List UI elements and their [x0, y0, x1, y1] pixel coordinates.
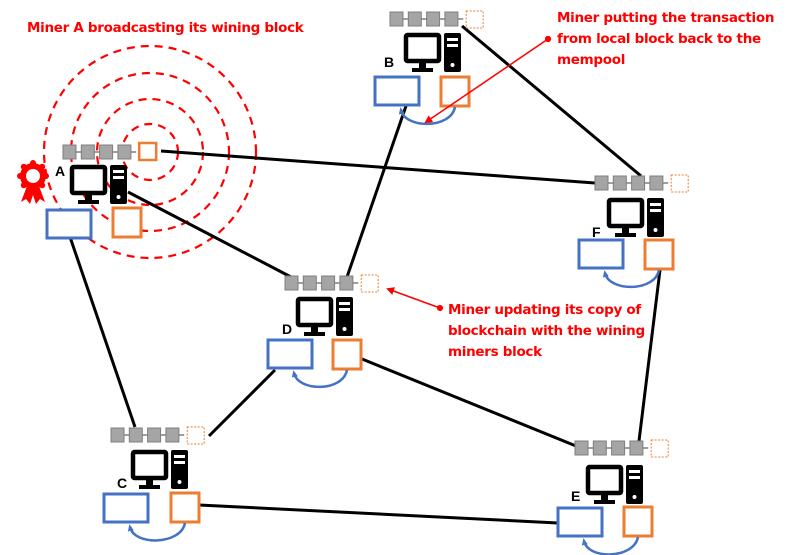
chain-block	[128, 427, 143, 443]
miner-node-f: F	[577, 174, 689, 289]
mempool-box	[373, 75, 421, 107]
mempool-box	[577, 238, 625, 270]
chain-block	[444, 11, 459, 27]
chain-block	[426, 11, 441, 27]
chain-block	[117, 144, 132, 160]
computer-icon	[295, 296, 353, 336]
chain-block	[407, 11, 422, 27]
node-label: C	[117, 475, 127, 491]
link-a-d	[127, 190, 292, 279]
mempool-annotation: Miner putting the transaction from local…	[557, 8, 774, 71]
chain-block	[631, 175, 646, 191]
computer-icon	[130, 449, 188, 489]
mempool-annotation-line: from local block back to the	[557, 31, 761, 47]
update-annotation-line: Miner updating its copy of	[448, 302, 641, 318]
update-annotation-line: blockchain with the wining	[448, 323, 645, 339]
mempool-box	[266, 338, 314, 370]
blockchain-copy	[284, 274, 379, 293]
network-links	[68, 24, 662, 525]
chain-block	[62, 144, 77, 160]
incoming-block-placeholder	[186, 426, 205, 445]
computer-icon	[585, 464, 643, 504]
return-to-mempool-arrow	[127, 522, 187, 542]
link-a-c	[68, 236, 137, 428]
computer-icon	[69, 164, 127, 204]
chain-block	[574, 440, 589, 456]
incoming-block-placeholder	[360, 274, 379, 293]
chain-block	[592, 440, 607, 456]
mempool-annotation-pointer	[426, 39, 548, 122]
node-label: F	[592, 224, 601, 240]
link-d-c	[207, 368, 277, 438]
link-b-d	[345, 105, 408, 278]
local-block-box	[622, 505, 654, 538]
chain-block	[165, 427, 180, 443]
broadcast-ring	[95, 97, 205, 207]
local-block-box	[643, 238, 675, 271]
chain-block	[389, 11, 404, 27]
miner-node-a: A	[45, 141, 158, 240]
update-annotation: Miner updating its copy of blockchain wi…	[448, 300, 645, 363]
link-f-e	[637, 269, 662, 442]
mempool-box	[102, 492, 150, 524]
blockchain-copy	[594, 174, 689, 193]
chain-block	[339, 275, 354, 291]
local-block-box	[111, 206, 143, 239]
chain-block	[284, 275, 299, 291]
mempool-box	[45, 208, 93, 240]
return-to-mempool-arrow	[581, 536, 640, 555]
mempool-annotation-line: mempool	[557, 52, 626, 68]
chain-block	[80, 144, 95, 160]
blockchain-copy	[110, 426, 205, 445]
blockchain-copy	[62, 141, 158, 162]
mempool-box	[556, 506, 604, 538]
broadcast-ring	[42, 44, 258, 260]
link-a-f	[160, 149, 596, 185]
blockchain-copy	[574, 439, 669, 458]
miner-node-c: C	[102, 426, 205, 542]
chain-block	[612, 175, 627, 191]
chain-block	[649, 175, 664, 191]
chain-block	[629, 440, 644, 456]
mempool-annotation-line: Miner putting the transaction	[557, 10, 775, 26]
incoming-block-placeholder	[670, 174, 689, 193]
chain-block	[321, 275, 336, 291]
node-label: D	[282, 321, 292, 337]
award-ribbon-icon	[17, 160, 49, 204]
computer-icon	[403, 32, 461, 72]
local-block-box	[169, 491, 201, 524]
incoming-block-placeholder	[465, 10, 484, 29]
update-annotation-line: miners block	[448, 344, 542, 360]
chain-block	[99, 144, 114, 160]
blockchain-copy	[389, 10, 484, 29]
node-label: A	[55, 163, 65, 179]
chain-block	[611, 440, 626, 456]
update-annotation-pointer	[388, 289, 440, 308]
node-label: B	[384, 54, 394, 70]
local-block-box	[331, 338, 363, 371]
new-block	[137, 141, 158, 162]
miner-node-b: B	[373, 10, 484, 126]
incoming-block-placeholder	[650, 439, 669, 458]
broadcast-annotation: Miner A broadcasting its wining block	[27, 20, 304, 36]
chain-block	[110, 427, 125, 443]
miner-node-e: E	[556, 439, 669, 555]
miner-node-d: D	[266, 274, 379, 389]
chain-block	[594, 175, 609, 191]
link-c-e	[198, 503, 559, 525]
broadcast-ring	[69, 71, 231, 233]
return-to-mempool-arrow	[602, 269, 661, 289]
return-to-mempool-arrow	[291, 369, 349, 389]
link-d-e	[361, 357, 577, 448]
computer-icon	[606, 197, 664, 237]
node-label: E	[571, 488, 580, 504]
chain-block	[302, 275, 317, 291]
chain-block	[147, 427, 162, 443]
